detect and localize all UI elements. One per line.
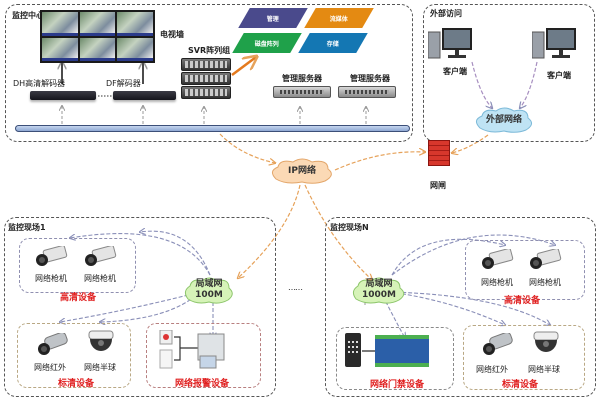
external-network-cloud: 外部网络: [472, 106, 536, 134]
link-ip-siten: [304, 184, 372, 280]
site-1-lan-cloud: 局域网 100M: [182, 275, 236, 305]
alarm-devices-icon: [159, 330, 225, 369]
link-svr-to-platform: [231, 57, 256, 76]
site-n-hd-group: [465, 240, 585, 300]
client-pc-icon: [428, 28, 472, 59]
access-control-devices-icon: [345, 333, 429, 367]
platform-modules: 管理 流媒体 磁盘阵列 存储: [232, 8, 378, 58]
client-pc-icon: [532, 28, 576, 59]
hd-group-title: 高清设备: [60, 293, 97, 303]
hd-camera-label: 网络枪机: [84, 274, 116, 283]
monitoring-center-title: 监控中心: [12, 11, 44, 20]
link-ip-site1: [238, 184, 301, 278]
dome-camera-icon: [88, 330, 114, 351]
sd-group-title: 标清设备: [58, 379, 95, 389]
tv-wall-label: 电视墙: [160, 30, 184, 39]
svr-array-unit: [181, 72, 231, 85]
monitoring-center-zone: [5, 4, 413, 142]
ir-camera-icon: [483, 333, 513, 355]
tv-screen: [42, 12, 78, 36]
site-n-title: 监控现场N: [330, 223, 369, 232]
tv-screen: [79, 12, 116, 36]
hd-group-title: 高清设备: [504, 296, 541, 306]
sd-group-title: 标清设备: [502, 380, 539, 390]
alarm-group-title: 网络报警设备: [175, 379, 230, 389]
ip-network-cloud: IP网络: [268, 157, 336, 185]
tv-screen: [79, 37, 116, 61]
client-label-1: 客户端: [443, 67, 467, 76]
sd-camera-label: 网络红外: [476, 365, 508, 374]
site-n-sd-group: [463, 325, 585, 390]
site-1-sd-group: [17, 323, 131, 388]
sd-camera-label: 网络半球: [528, 365, 560, 374]
bullet-camera-icon: [482, 249, 514, 269]
dh-decoder: [30, 91, 96, 100]
hd-camera-label: 网络枪机: [529, 278, 561, 287]
access-group-title: 网络门禁设备: [370, 380, 425, 390]
gateway-label: 网闸: [430, 181, 446, 190]
mgmt-server-label-1: 管理服务器: [282, 74, 322, 83]
sites-ellipsis: ……: [288, 283, 303, 292]
site-1-title: 监控现场1: [8, 223, 46, 232]
df-decoder-label: DF解码器: [106, 79, 141, 88]
mgmt-server-1: [273, 86, 331, 98]
external-access-zone: [423, 4, 595, 142]
site-n-access-group: [336, 327, 454, 390]
tv-screen: [117, 12, 153, 36]
hd-camera-label: 网络枪机: [481, 278, 513, 287]
bullet-camera-icon: [530, 249, 562, 269]
client-label-2: 客户端: [547, 71, 571, 80]
hd-camera-label: 网络枪机: [35, 274, 67, 283]
link-ip-gateway: [334, 152, 425, 171]
network-bus: [15, 125, 410, 132]
platform-tile-management: 管理: [238, 8, 308, 28]
tv-screen: [117, 37, 153, 61]
site-1-hd-group: [19, 238, 136, 293]
bullet-camera-icon: [36, 246, 68, 266]
site-n-zone: [325, 217, 596, 397]
link-extnet-gateway: [452, 134, 489, 153]
platform-tile-streaming: 流媒体: [304, 8, 374, 28]
site-1-zone: [4, 217, 276, 397]
sd-camera-label: 网络半球: [84, 363, 116, 372]
site-n-lan-cloud: 局域网 1000M: [350, 275, 408, 305]
svr-array-label: SVR阵列组: [188, 46, 231, 55]
mgmt-server-2: [338, 86, 396, 98]
svr-array-unit: [181, 58, 231, 71]
dh-decoder-label: DH高清解码器: [13, 79, 66, 88]
site-1-alarm-group: [146, 323, 261, 388]
link-bus-ip: [219, 133, 275, 163]
platform-tile-storage: 存储: [298, 33, 368, 53]
tv-screen: [42, 37, 78, 61]
dome-camera-icon: [533, 331, 559, 352]
sd-camera-label: 网络红外: [34, 363, 66, 372]
external-access-title: 外部访问: [430, 9, 462, 18]
svr-array-unit: [181, 86, 231, 99]
gateway-firewall-icon: [428, 140, 450, 166]
platform-tile-disk-array: 磁盘阵列: [232, 33, 302, 53]
ir-camera-icon: [38, 333, 68, 355]
tv-wall: [40, 10, 155, 63]
mgmt-server-label-2: 管理服务器: [350, 74, 390, 83]
bullet-camera-icon: [85, 246, 117, 266]
df-decoder: [113, 91, 176, 100]
